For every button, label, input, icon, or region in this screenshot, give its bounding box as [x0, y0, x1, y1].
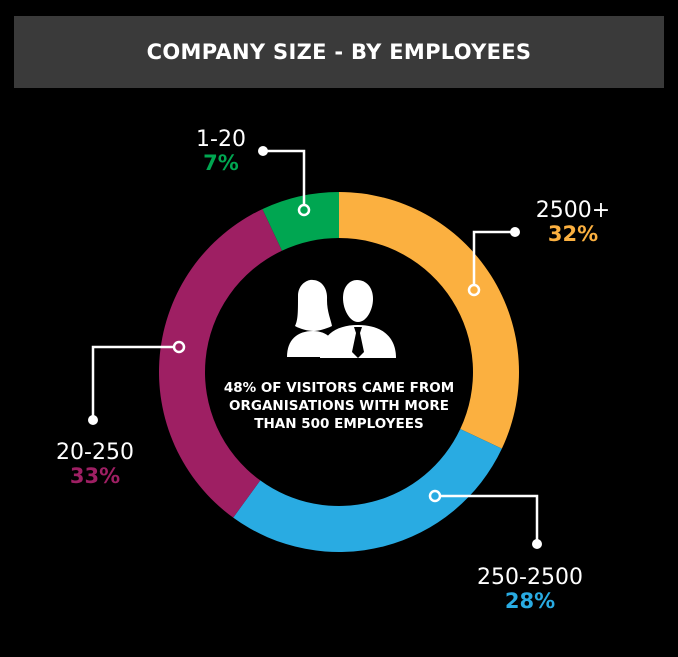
leader-end-dot	[532, 539, 542, 549]
title-bar: COMPANY SIZE - BY EMPLOYEES	[14, 16, 664, 88]
leader-dot	[172, 340, 186, 354]
slice-1-20	[262, 192, 339, 251]
leader-2500-plus	[472, 230, 515, 290]
slice-20-250	[158, 209, 282, 518]
leader-20-250	[91, 345, 179, 420]
business-people-icon	[287, 279, 396, 358]
slice-name: 1-20	[196, 127, 246, 152]
slice-percent: 32%	[547, 221, 599, 246]
leader-end-dot	[258, 146, 268, 156]
leader-dot	[467, 283, 481, 297]
leader-end-dot	[510, 227, 520, 237]
slice-label-1-20: 1-20 7%	[176, 128, 266, 174]
slice-label-2500-plus: 2500+ 32%	[523, 199, 623, 245]
slice-name: 250-2500	[477, 565, 583, 590]
slice-250-2500	[233, 429, 502, 552]
chart-title: COMPANY SIZE - BY EMPLOYEES	[146, 40, 532, 64]
leader-end-dot	[88, 415, 98, 425]
leader-250-2500	[435, 494, 539, 544]
leader-dot	[428, 489, 442, 503]
leader-dot	[297, 203, 311, 217]
slice-name: 2500+	[535, 198, 611, 223]
slice-percent: 7%	[203, 150, 239, 175]
center-text: 48% OF VISITORS CAME FROM ORGANISATIONS …	[223, 380, 455, 432]
leader-1-20	[263, 149, 306, 210]
slice-label-250-2500: 250-2500 28%	[455, 566, 605, 612]
slice-percent: 28%	[504, 588, 556, 613]
slice-label-20-250: 20-250 33%	[35, 441, 155, 487]
slice-percent: 33%	[69, 463, 121, 488]
slice-name: 20-250	[56, 440, 134, 465]
